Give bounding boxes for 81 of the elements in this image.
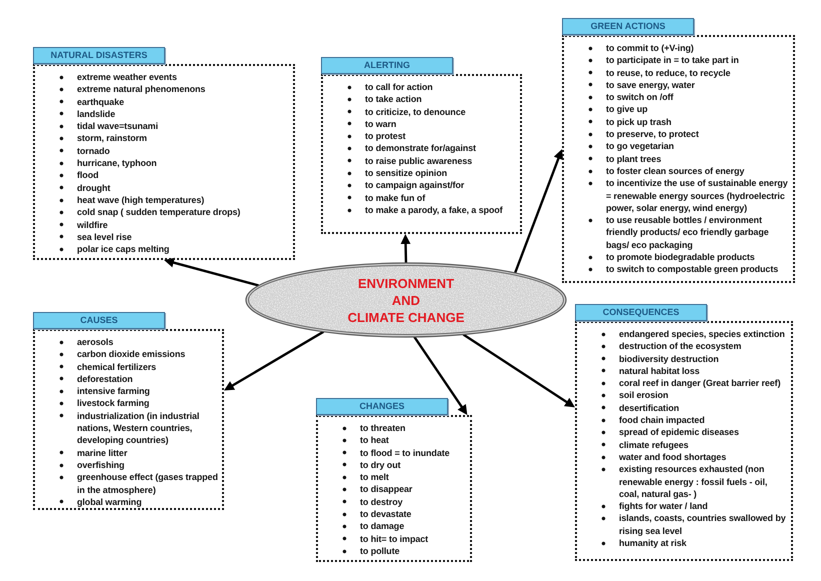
list-item: to reuse, to reduce, to recycle <box>586 66 730 79</box>
list-item: biodiversity destruction <box>599 352 719 365</box>
heading-tab: GREEN ACTIONS <box>562 18 694 35</box>
list-item: to pick up trash <box>586 116 672 128</box>
list-item: fights for water / land <box>599 500 708 512</box>
list-item: drought <box>57 182 110 194</box>
list-item: climate refugees <box>599 438 688 451</box>
list-item: to preserve, to protect <box>586 128 699 140</box>
list-item: to switch to compostable green products <box>586 263 778 276</box>
list-item: to demonstrate for/against <box>345 142 476 155</box>
list-item: to commit to (+V-ing) <box>586 42 694 54</box>
list-item: to switch on /off <box>586 91 674 104</box>
heading-tab: CHANGES <box>316 398 448 415</box>
list-item: polar ice caps melting <box>57 243 170 256</box>
list-item: marine litter <box>57 446 128 459</box>
list-item: earthquake <box>57 96 124 108</box>
list-item: desertification <box>599 402 680 414</box>
list-item: to give up <box>586 103 648 116</box>
list-item: coral reef in danger (Great barrier reef) <box>599 377 780 390</box>
list-item: global warming <box>57 496 142 508</box>
list-item: to raise public awareness <box>345 154 472 168</box>
list-item: to campaign against/for <box>345 179 464 192</box>
list-item: to melt <box>340 471 389 484</box>
list-item: to disappear <box>340 483 412 496</box>
list-item: extreme natural phenomenons <box>57 83 206 96</box>
list-item: to foster clean sources of energy <box>586 164 744 178</box>
list-item: landslide <box>57 108 116 120</box>
list-item: intensive farming <box>57 385 150 398</box>
list-item: destruction of the ecosystem <box>599 340 742 353</box>
list-item: to pollute <box>340 544 400 558</box>
list-item: food chain impacted <box>599 414 705 426</box>
list-item: to criticize, to denounce <box>345 106 466 118</box>
list-item: to devastate <box>340 508 412 520</box>
list-item: tidal wave=tsunami <box>57 120 158 132</box>
arrow <box>164 258 260 287</box>
list-item: to flood = to inundate <box>340 446 450 459</box>
list-item: humanity at risk <box>599 537 686 550</box>
list-item: to destroy <box>340 496 403 508</box>
list-item: aerosols <box>57 336 114 348</box>
heading-tab: ALERTING <box>321 57 453 74</box>
list-item: livestock farming <box>57 397 150 410</box>
list-item: to participate in = to take part in <box>586 54 739 67</box>
list-item: sea level rise <box>57 230 132 244</box>
list-item: greenhouse effect (gases trapped in the atmosphere) <box>57 471 219 496</box>
list-item: heat wave (high temperatures) <box>57 194 204 206</box>
arrow <box>514 149 564 274</box>
list-item: storm, rainstorm <box>57 132 147 145</box>
central-title: ENVIRONMENT AND CLIMATE CHANGE <box>348 274 464 326</box>
list-item: to threaten <box>340 422 406 434</box>
list-item: spread of epidemic diseases <box>599 426 739 439</box>
list-item: to dry out <box>340 458 400 472</box>
list-item: to plant trees <box>586 152 662 165</box>
arrow <box>400 234 411 264</box>
list-item: to promote biodegradable products <box>586 251 755 264</box>
list-item: water and food shortages <box>599 450 726 464</box>
list-item: endangered species, species extinction <box>599 328 785 340</box>
list-item: deforestation <box>57 372 133 386</box>
list-item: cold snap ( sudden temperature drops) <box>57 206 240 219</box>
arrow <box>462 334 575 408</box>
list-item: tornado <box>57 144 110 158</box>
central-ellipse <box>245 262 567 338</box>
list-item: hurricane, typhoon <box>57 157 157 170</box>
list-item: overfishing <box>57 458 124 472</box>
arrow <box>224 330 324 391</box>
list-item: chemical fertilizers <box>57 360 156 373</box>
list-item: natural habitat loss <box>599 364 700 378</box>
list-item: to sensitize opinion <box>345 167 448 180</box>
arrow <box>413 336 468 416</box>
heading-tab: NATURAL DISASTERS <box>33 47 165 64</box>
list-item: to call for action <box>345 81 433 94</box>
heading-tab: CONSEQUENCES <box>575 304 707 321</box>
list-item: to damage <box>340 520 404 533</box>
list-item: to make a parody, a fake, a spoof <box>345 204 503 216</box>
list-item: wildfire <box>57 218 108 231</box>
list-item: to make fun of <box>345 192 426 204</box>
list-item: to incentivize the use of sustainable energy = renewable energy sources (hydroelectric power, solar energy, wind energy) <box>586 177 790 214</box>
list-item: to go vegetarian <box>586 140 674 153</box>
list-item: to protest <box>345 130 406 142</box>
list-item: extreme weather events <box>57 71 177 84</box>
heading-tab: CAUSES <box>33 312 165 329</box>
list-item: to hit= to impact <box>340 532 428 545</box>
